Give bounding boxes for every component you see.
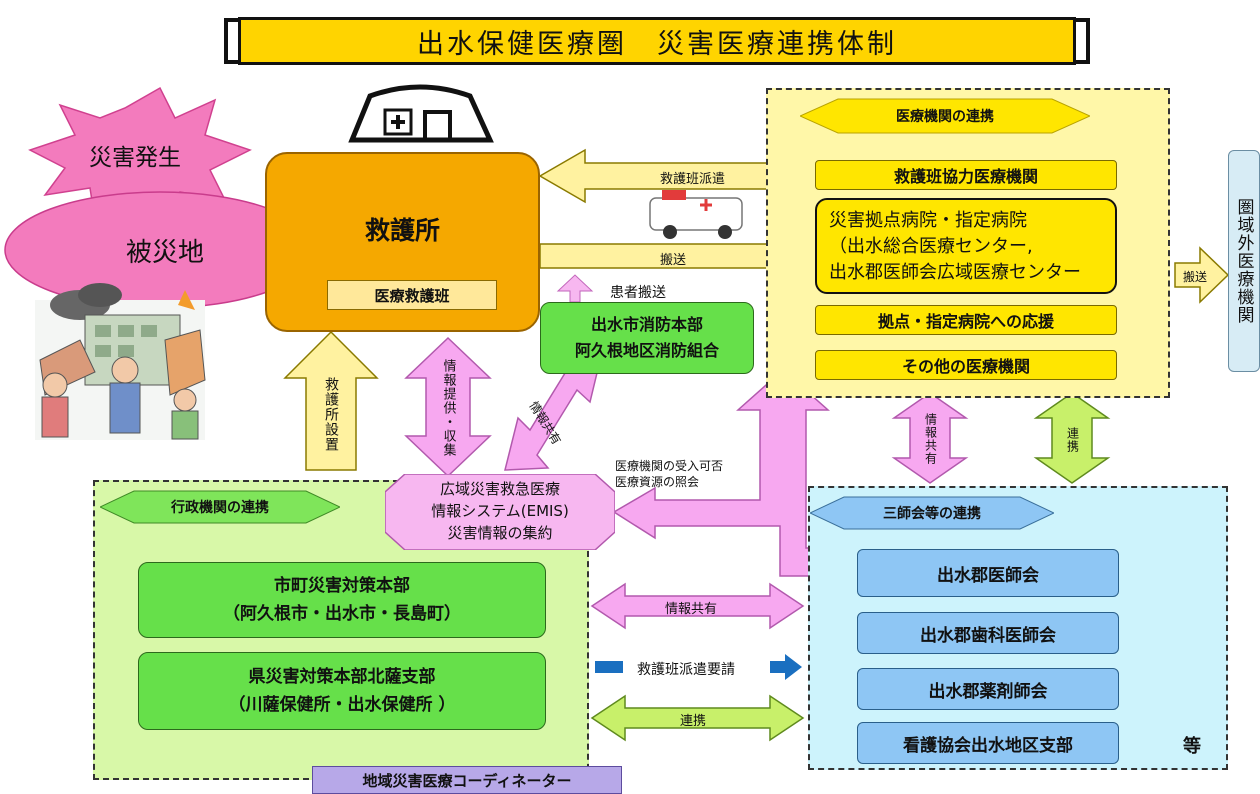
label-team-dispatch: 救護班派遣 bbox=[660, 172, 726, 187]
label-inquiry-line1: 医療機関の受入可否 bbox=[615, 459, 724, 473]
admin-cooperation-header: 行政機関の連携 bbox=[171, 500, 269, 516]
label-info-collect: 情報提供・収集 bbox=[440, 359, 456, 457]
medical-cooperation-header: 医療機関の連携 bbox=[896, 109, 994, 125]
arrow-cooperation-mid bbox=[590, 694, 805, 742]
arrow-transport-out bbox=[1174, 246, 1230, 304]
prefecture-hq-line1: 県災害対策本部北薩支部 bbox=[248, 667, 436, 687]
page-title: 出水保健医療圏 災害医療連携体制 bbox=[238, 17, 1076, 65]
disaster-base-hospital-line2: （出水総合医療センター, bbox=[829, 236, 1033, 257]
label-info-share-mid: 情報共有 bbox=[665, 602, 718, 617]
arrow-dispatch-request-right bbox=[770, 654, 802, 680]
relief-station-title: 救護所 bbox=[364, 216, 440, 245]
admin-cooperation-header-shape bbox=[100, 490, 340, 524]
medical-cooperation-header-shape bbox=[800, 98, 1090, 134]
fire-department-line1: 出水市消防本部 bbox=[590, 315, 703, 334]
three-associations-header: 三師会等の連携 bbox=[883, 506, 981, 522]
disaster-base-hospital-line1: 災害拠点病院・指定病院 bbox=[829, 210, 1027, 231]
arrow-cooperation-med bbox=[1033, 392, 1111, 484]
arrow-info-share-med bbox=[891, 392, 969, 484]
etcetera-label: 等 bbox=[1183, 736, 1201, 757]
label-inquiry: 医療機関の受入可否 医療資源の照会 bbox=[615, 458, 723, 490]
three-associations-header-shape bbox=[810, 496, 1054, 530]
pharmacist-association-box: 出水郡薬剤師会 bbox=[857, 668, 1119, 710]
label-patient-transport: 患者搬送 bbox=[610, 285, 666, 301]
label-dispatch-request: 救護班派遣要請 bbox=[637, 662, 735, 678]
support-to-base-box: 拠点・指定病院への応援 bbox=[815, 305, 1117, 335]
label-cooperation-mid: 連携 bbox=[680, 714, 707, 729]
prefecture-hq-line2: （川薩保健所・出水保健所 ） bbox=[228, 695, 456, 715]
support-hospitals-box: 救護班協力医療機関 bbox=[815, 160, 1117, 190]
label-setup: 救護所設置 bbox=[323, 376, 339, 452]
label-info-share-med: 情報共有 bbox=[923, 413, 938, 465]
label-cooperation-med: 連携 bbox=[1065, 427, 1080, 453]
emis-line2: 情報システム(EMIS) bbox=[431, 502, 569, 520]
affected-area-label: 被災地 bbox=[125, 237, 204, 268]
municipal-hq-line2: （阿久根市・出水市・長島町） bbox=[223, 604, 461, 624]
label-transport: 搬送 bbox=[660, 253, 687, 268]
medical-association-box: 出水郡医師会 bbox=[857, 549, 1119, 597]
out-of-area-medical: 圏域外医療機関 bbox=[1228, 150, 1260, 372]
label-inquiry-line2: 医療資源の照会 bbox=[615, 475, 700, 489]
label-transport-out: 搬送 bbox=[1183, 270, 1208, 284]
disaster-label: 災害発生 bbox=[89, 145, 181, 171]
municipal-hq-box: 市町災害対策本部 （阿久根市・出水市・長島町） bbox=[138, 562, 546, 638]
emis-line3: 災害情報の集約 bbox=[447, 524, 553, 542]
emis-line1: 広域災害救急医療 bbox=[439, 480, 560, 498]
relief-station-box: 救護所 医療救護班 bbox=[265, 152, 540, 332]
coordinator-box: 地域災害医療コーディネーター bbox=[312, 766, 622, 794]
emis-box: 広域災害救急医療 情報システム(EMIS) 災害情報の集約 bbox=[385, 478, 615, 544]
medical-relief-team: 医療救護班 bbox=[327, 280, 497, 310]
ambulance-icon bbox=[649, 190, 743, 239]
arrow-patient-transport bbox=[556, 274, 594, 303]
arrow-setup bbox=[283, 330, 379, 471]
disaster-base-hospital-box: 災害拠点病院・指定病院 （出水総合医療センター, 出水郡医師会広域医療センター bbox=[815, 198, 1117, 294]
disaster-base-hospital-line3: 出水郡医師会広域医療センター bbox=[829, 262, 1081, 283]
dental-association-box: 出水郡歯科医師会 bbox=[857, 612, 1119, 654]
other-medical-box: その他の医療機関 bbox=[815, 350, 1117, 380]
prefecture-hq-box: 県災害対策本部北薩支部 （川薩保健所・出水保健所 ） bbox=[138, 652, 546, 730]
page-title-text: 出水保健医療圏 災害医療連携体制 bbox=[417, 28, 897, 60]
title-bracket-right bbox=[1076, 18, 1090, 64]
municipal-hq-line1: 市町災害対策本部 bbox=[274, 576, 410, 596]
fire-department-box: 出水市消防本部 阿久根地区消防組合 bbox=[540, 302, 754, 374]
tent-icon bbox=[348, 84, 494, 143]
disaster-scene-illustration bbox=[35, 283, 206, 440]
nursing-association-box: 看護協会出水地区支部 bbox=[857, 722, 1119, 764]
fire-department-line2: 阿久根地区消防組合 bbox=[574, 341, 719, 360]
arrow-info-share-mid bbox=[590, 582, 805, 630]
emis-shape bbox=[385, 474, 615, 550]
title-bracket-left bbox=[224, 18, 238, 64]
arrow-dispatch-request-left bbox=[595, 661, 623, 673]
